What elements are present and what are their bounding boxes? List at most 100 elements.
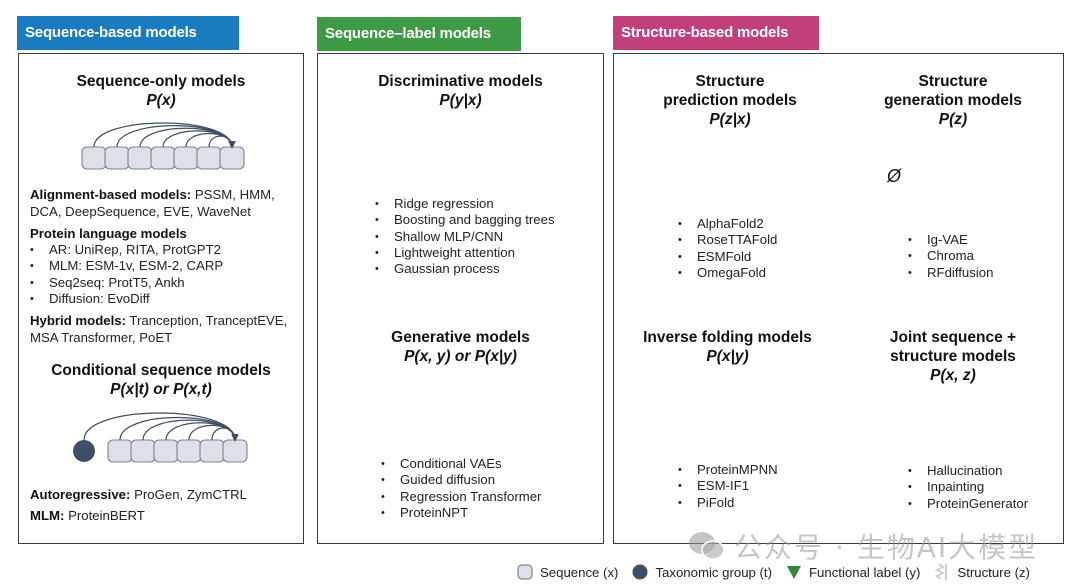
discriminative-list: Ridge regressionBoosting and bagging tre…	[370, 196, 600, 278]
hybrid-head: Hybrid models:	[30, 313, 126, 329]
generation-item: Ig-VAE	[903, 232, 1053, 249]
plm-item: AR: UniRep, RITA, ProtGPT2	[25, 242, 300, 259]
discriminative-item: Lightweight attention	[370, 245, 600, 262]
sequence-only-title: Sequence-only models P(x)	[18, 72, 304, 110]
prediction-item: OmegaFold	[673, 265, 823, 282]
discriminative-title: Discriminative models P(y|x)	[317, 72, 604, 110]
discriminative-item: Ridge regression	[370, 196, 600, 213]
inverse-item: ESM-IF1	[673, 478, 823, 495]
mlm-head: MLM:	[30, 508, 65, 523]
discriminative-heading: Discriminative models	[378, 73, 543, 90]
sequence-label-tag: Sequence–label models	[317, 17, 521, 51]
plm-list: AR: UniRep, RITA, ProtGPT2MLM: ESM-1v, E…	[25, 242, 300, 307]
prediction-title: Structure prediction models P(z|x)	[640, 72, 820, 129]
generative-heading: Generative models	[391, 329, 530, 346]
generative-list: Conditional VAEsGuided diffusionRegressi…	[376, 456, 601, 521]
prediction-heading-2: prediction models	[663, 92, 797, 109]
sequence-residue	[104, 146, 130, 170]
discriminative-item: Gaussian process	[370, 261, 600, 278]
joint-heading-2: structure models	[890, 348, 1016, 365]
legend-functional: Functional label (y)	[786, 564, 920, 580]
joint-title: Joint sequence + structure models P(x, z…	[858, 328, 1048, 385]
inverse-item: ProteinMPNN	[673, 462, 823, 479]
sequence-residue	[176, 439, 202, 463]
mlm-text: ProteinBERT	[64, 508, 145, 523]
empty-set-symbol: Ø	[887, 166, 902, 186]
taxonomic-circle	[73, 440, 95, 462]
generative-title: Generative models P(x, y) or P(x|y)	[317, 328, 604, 366]
structure-based-tag: Structure-based models	[613, 16, 819, 50]
sequence-residue	[219, 146, 245, 170]
plm-head: Protein language models	[30, 226, 187, 241]
sequence-residue	[81, 146, 107, 170]
watermark: 公众号 · 生物AI大模型	[688, 526, 1038, 566]
dependency-arc	[211, 427, 239, 442]
alignment-text: PSSM, HMM, DCA, DeepSequence, EVE, WaveN…	[30, 187, 275, 219]
inverse-heading: Inverse folding models	[643, 329, 812, 346]
generation-item: Chroma	[903, 248, 1053, 265]
dependency-arc	[93, 122, 236, 149]
dependency-arc	[208, 135, 236, 149]
sequence-residue	[199, 439, 225, 463]
legend-taxonomic: Taxonomic group (t)	[632, 564, 772, 580]
watermark-text: 公众号 · 生物AI大模型	[734, 531, 1039, 564]
prediction-item: RoseTTAFold	[673, 232, 823, 249]
sequence-only-heading: Sequence-only models	[76, 73, 246, 90]
alignment-models: Alignment-based models: PSSM, HMM, DCA, …	[30, 186, 300, 220]
conditional-heading: Conditional sequence models	[51, 362, 271, 379]
sequence-residue	[127, 146, 153, 170]
plm-item: Seq2seq: ProtT5, Ankh	[25, 275, 300, 292]
joint-item: Inpainting	[903, 479, 1073, 496]
joint-formula: P(x, z)	[930, 367, 976, 384]
joint-item: Hallucination	[903, 463, 1073, 480]
conditional-title: Conditional sequence models P(x|t) or P(…	[18, 361, 304, 399]
structure-legend-icon	[935, 563, 948, 580]
plm-item: MLM: ESM-1v, ESM-2, CARP	[25, 258, 300, 275]
alignment-head: Alignment-based models:	[30, 187, 192, 202]
legend-sequence-label: Sequence (x)	[540, 564, 619, 580]
sequence-residue	[173, 146, 199, 170]
sequence-based-tag: Sequence-based models	[17, 16, 239, 50]
joint-heading-1: Joint sequence +	[889, 329, 1017, 346]
hybrid-text: Tranception, TranceptEVE, MSA Transforme…	[30, 313, 288, 346]
generative-item: Conditional VAEs	[376, 456, 601, 473]
wechat-icon	[689, 532, 725, 560]
inverse-list: ProteinMPNNESM-IF1PiFold	[673, 462, 823, 511]
prediction-heading-1: Structure	[695, 73, 765, 90]
generation-formula: P(z)	[938, 111, 968, 128]
legend-taxonomic-label: Taxonomic group (t)	[655, 564, 772, 580]
discriminative-item: Boosting and bagging trees	[370, 212, 600, 229]
discriminative-formula: P(y|x)	[439, 92, 482, 109]
conditional-body: Autoregressive: ProGen, ZymCTRL MLM: Pro…	[30, 484, 300, 526]
generation-heading-2: generation models	[884, 92, 1022, 109]
mlm-models: MLM: ProteinBERT	[30, 505, 300, 526]
legend-structure-label: Structure (z)	[957, 564, 1030, 580]
generation-item: RFdiffusion	[903, 265, 1053, 282]
plm-item: Diffusion: EvoDiff	[25, 291, 300, 308]
sequence-residue	[130, 439, 156, 463]
sequence-residue	[222, 439, 248, 463]
legend-functional-label: Functional label (y)	[808, 564, 921, 580]
sequence-residue	[153, 439, 179, 463]
sequence-only-formula: P(x)	[146, 92, 176, 109]
generation-heading-1: Structure	[918, 73, 988, 90]
legend-sequence: Sequence (x)	[517, 564, 618, 580]
legend-structure: Structure (z)	[934, 562, 1030, 582]
inverse-title: Inverse folding models P(x|y)	[625, 328, 830, 366]
prediction-formula: P(z|x)	[709, 111, 751, 128]
joint-item: ProteinGenerator	[903, 496, 1073, 513]
generative-formula: P(x, y) or P(x|y)	[404, 348, 517, 365]
sequence-legend-icon	[517, 564, 533, 580]
prediction-list: AlphaFold2RoseTTAFoldESMFoldOmegaFold	[673, 216, 823, 281]
sequence-residue	[150, 146, 176, 170]
generative-item: Guided diffusion	[376, 472, 601, 489]
legend: Sequence (x) Taxonomic group (t) Functio…	[517, 562, 1044, 582]
discriminative-item: Shallow MLP/CNN	[370, 229, 600, 246]
sequence-only-body: Alignment-based models: PSSM, HMM, DCA, …	[30, 186, 300, 346]
taxonomic-legend-icon	[632, 564, 648, 580]
prediction-item: AlphaFold2	[673, 216, 823, 233]
sequence-residue	[196, 146, 222, 170]
generative-item: ProteinNPT	[376, 505, 601, 522]
conditional-formula: P(x|t) or P(x,t)	[110, 381, 212, 398]
generation-list: Ig-VAEChromaRFdiffusion	[903, 232, 1053, 281]
